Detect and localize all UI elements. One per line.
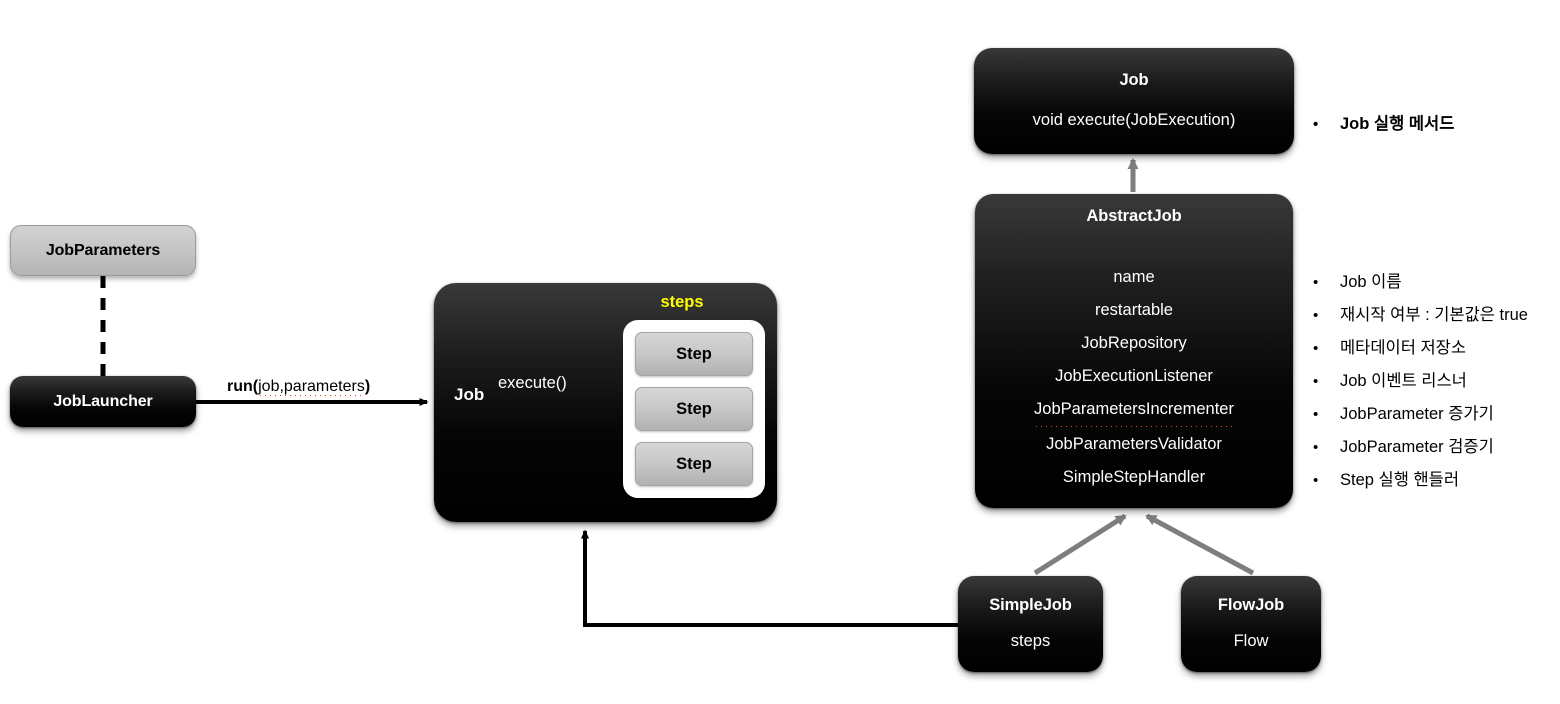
annotation-field-list: • Job 이름 • 재시작 여부 : 기본값은 true • 메타데이터 저장소 • Job… (1313, 268, 1528, 499)
node-simple-job[interactable]: SimpleJob steps (958, 576, 1103, 672)
bullet-icon: • (1313, 307, 1319, 324)
edge-flowjob-abstractjob (1145, 513, 1255, 576)
bullet-icon: • (1313, 472, 1319, 489)
node-flow-job[interactable]: FlowJob Flow (1181, 576, 1321, 672)
edge-simplejob-job (581, 529, 958, 627)
annotation-row: • Step 실행 핸들러 (1313, 466, 1528, 499)
simple-job-title: SimpleJob (989, 596, 1072, 615)
job-launcher-title: JobLauncher (53, 392, 153, 410)
annotation-row: • Job 이벤트 리스너 (1313, 367, 1528, 400)
step-box[interactable]: Step (635, 442, 753, 486)
run-suffix: ) (364, 378, 371, 395)
flow-job-field: Flow (1233, 632, 1269, 650)
annotation-row: • 메타데이터 저장소 (1313, 334, 1528, 367)
bullet-icon: • (1313, 340, 1319, 357)
abstract-job-field: SimpleStepHandler (1062, 467, 1206, 486)
job-interface-method: void execute(JobExecution) (1032, 111, 1236, 129)
bullet-icon: • (1313, 439, 1319, 456)
abstract-job-field: JobExecutionListener (1055, 366, 1213, 385)
bullet-icon: • (1313, 274, 1319, 291)
bullet-icon: • (1313, 373, 1319, 390)
steps-label: steps (660, 293, 704, 311)
annotation-text: JobParameter 증가기 (1340, 405, 1494, 423)
node-job-composite[interactable]: Job steps Step Step Step (434, 283, 777, 522)
annotation-text: 메타데이터 저장소 (1340, 339, 1467, 357)
annotation-job-interface: • Job 실행 메서드 (1313, 110, 1454, 134)
abstract-job-field: JobParametersIncrementer (1034, 392, 1234, 428)
simple-job-field: steps (1010, 632, 1051, 650)
annotation-text: Job 실행 메서드 (1340, 115, 1455, 133)
node-job-parameters[interactable]: JobParameters (10, 225, 196, 276)
abstract-job-title: AbstractJob (1086, 207, 1182, 225)
flow-job-title: FlowJob (1217, 596, 1285, 615)
node-job-interface[interactable]: Job void execute(JobExecution) (974, 48, 1294, 154)
annotation-row: • Job 이름 (1313, 268, 1528, 301)
annotation-text: Job 이름 (1340, 273, 1402, 291)
annotation-row: • JobParameter 검증기 (1313, 433, 1528, 466)
step-box[interactable]: Step (635, 332, 753, 376)
annotation-text: JobParameter 검증기 (1340, 438, 1494, 456)
abstract-job-field: name (1113, 267, 1155, 286)
abstract-job-field: restartable (1095, 300, 1173, 319)
job-composite-label: Job (454, 385, 485, 404)
annotation-text: 재시작 여부 : 기본값은 true (1340, 306, 1528, 324)
edge-simplejob-abstractjob (1033, 513, 1127, 576)
run-prefix: run( (227, 378, 259, 395)
node-job-launcher[interactable]: JobLauncher (10, 376, 196, 427)
steps-panel: Step Step Step (623, 320, 765, 498)
edge-label-execute: execute() (498, 374, 567, 392)
annotation-row: • 재시작 여부 : 기본값은 true (1313, 301, 1528, 334)
bullet-icon: • (1313, 406, 1319, 423)
step-box[interactable]: Step (635, 387, 753, 431)
run-args: job,parameters (258, 378, 365, 397)
abstract-job-field: JobRepository (1081, 333, 1187, 352)
annotation-row: • JobParameter 증가기 (1313, 400, 1528, 433)
annotation-text: Job 이벤트 리스너 (1340, 372, 1467, 390)
job-interface-title: Job (1119, 71, 1149, 90)
abstract-job-field: JobParametersValidator (1046, 434, 1222, 453)
bullet-icon: • (1313, 116, 1319, 133)
annotation-text: Step 실행 핸들러 (1340, 471, 1460, 489)
job-parameters-title: JobParameters (45, 241, 161, 259)
edge-label-run: run(job,parameters) (227, 378, 371, 397)
